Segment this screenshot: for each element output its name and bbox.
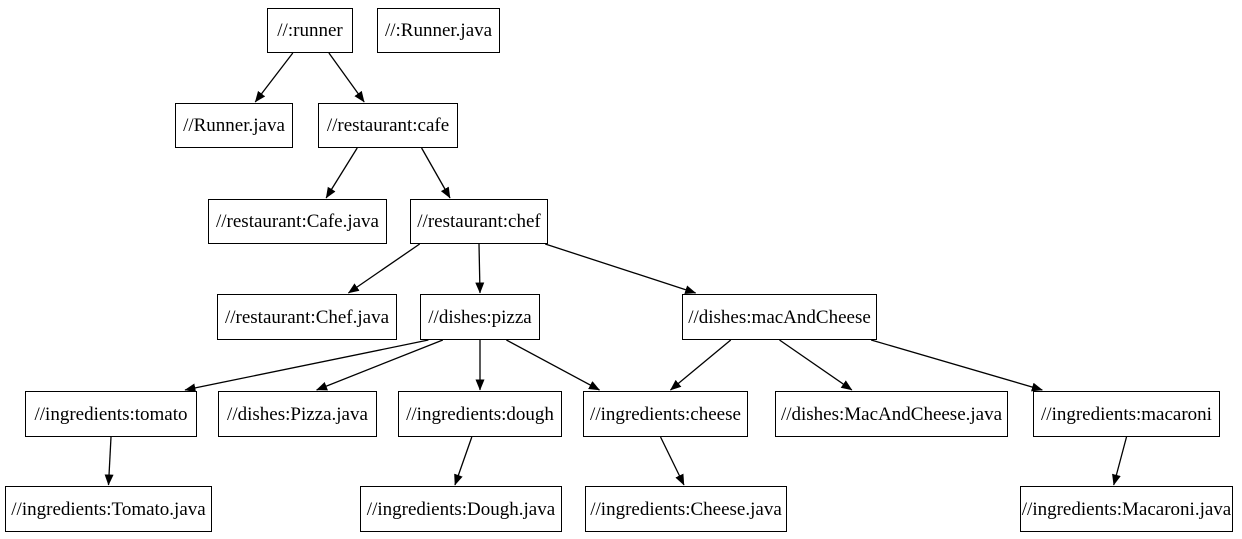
graph-edge-mac-and-cheese-to-mac-and-cheese-java [779,339,853,391]
graph-node-label: //ingredients:dough [406,403,554,425]
graph-node-label: //dishes:pizza [428,306,532,328]
graph-node-label: //ingredients:cheese [590,403,741,425]
graph-node-tomato: //ingredients:tomato [25,391,197,437]
graph-node-label: //dishes:macAndCheese [688,306,871,328]
graph-node-macaroni-java: //ingredients:Macaroni.java [1020,486,1233,532]
graph-node-label: //restaurant:cafe [326,115,450,136]
graph-node-label: //ingredients:macaroni [1041,403,1212,425]
graph-edge-cheese-to-cheese-java [659,436,685,486]
graph-node-label: //:runner [277,20,343,41]
graph-node-label: //:Runner.java [384,20,493,41]
graph-node-chef: //restaurant:chef [410,199,548,244]
graph-node-label: //dishes:MacAndCheese.java [780,403,1003,425]
graph-node-cheese: //ingredients:cheese [583,391,748,437]
graph-edge-chef-to-pizza [475,243,485,294]
graph-node-mac-and-cheese: //dishes:macAndCheese [682,294,877,340]
graph-edge-pizza-to-cheese [506,339,600,391]
graph-node-pizza: //dishes:pizza [420,294,540,340]
graph-node-label: //restaurant:Chef.java [224,306,390,328]
graph-edge-runner-to-runner-java [254,52,294,103]
graph-edge-tomato-to-tomato-java [104,436,114,486]
graph-node-cafe: //restaurant:cafe [318,103,458,148]
graph-edge-mac-and-cheese-to-macaroni [870,339,1043,392]
graph-node-chef-java: //restaurant:Chef.java [217,294,397,340]
graph-node-cheese-java: //ingredients:Cheese.java [585,486,787,532]
graph-node-label: //dishes:Pizza.java [227,403,368,425]
graph-edge-pizza-to-pizza-java [316,339,444,391]
graph-edge-cafe-to-cafe-java [325,147,358,199]
graph-node-runner-java: //Runner.java [175,103,293,148]
graph-node-label: //ingredients:Dough.java [366,498,556,520]
graph-edge-macaroni-to-macaroni-java [1112,436,1128,486]
graph-edge-chef-to-chef-java [347,243,421,294]
graph-node-label: //restaurant:chef [417,211,541,232]
graph-node-runner: //:runner [267,8,353,53]
graph-edge-chef-to-mac-and-cheese [545,243,697,295]
graph-node-pizza-java: //dishes:Pizza.java [218,391,377,437]
graph-node-label: //ingredients:Cheese.java [590,498,782,520]
graph-node-label: //ingredients:Macaroni.java [1021,498,1232,520]
graph-node-label: //Runner.java [183,115,285,136]
graph-node-runner-java-root: //:Runner.java [377,8,500,53]
graph-node-label: //ingredients:Tomato.java [11,498,206,520]
graph-node-macaroni: //ingredients:macaroni [1033,391,1220,437]
graph-node-dough-java: //ingredients:Dough.java [360,486,562,532]
graph-edge-dough-to-dough-java [454,436,473,486]
graph-node-label: //restaurant:Cafe.java [215,211,379,232]
graph-node-tomato-java: //ingredients:Tomato.java [5,486,212,532]
graph-node-cafe-java: //restaurant:Cafe.java [208,199,387,244]
graph-node-mac-and-cheese-java: //dishes:MacAndCheese.java [775,391,1008,437]
graph-edge-mac-and-cheese-to-cheese [670,339,732,391]
graph-node-label: //ingredients:tomato [34,403,188,425]
graph-node-dough: //ingredients:dough [398,391,562,437]
graph-edge-runner-to-cafe [328,52,365,103]
graph-edge-pizza-to-tomato [184,339,429,393]
graph-edge-cafe-to-chef [421,147,451,199]
